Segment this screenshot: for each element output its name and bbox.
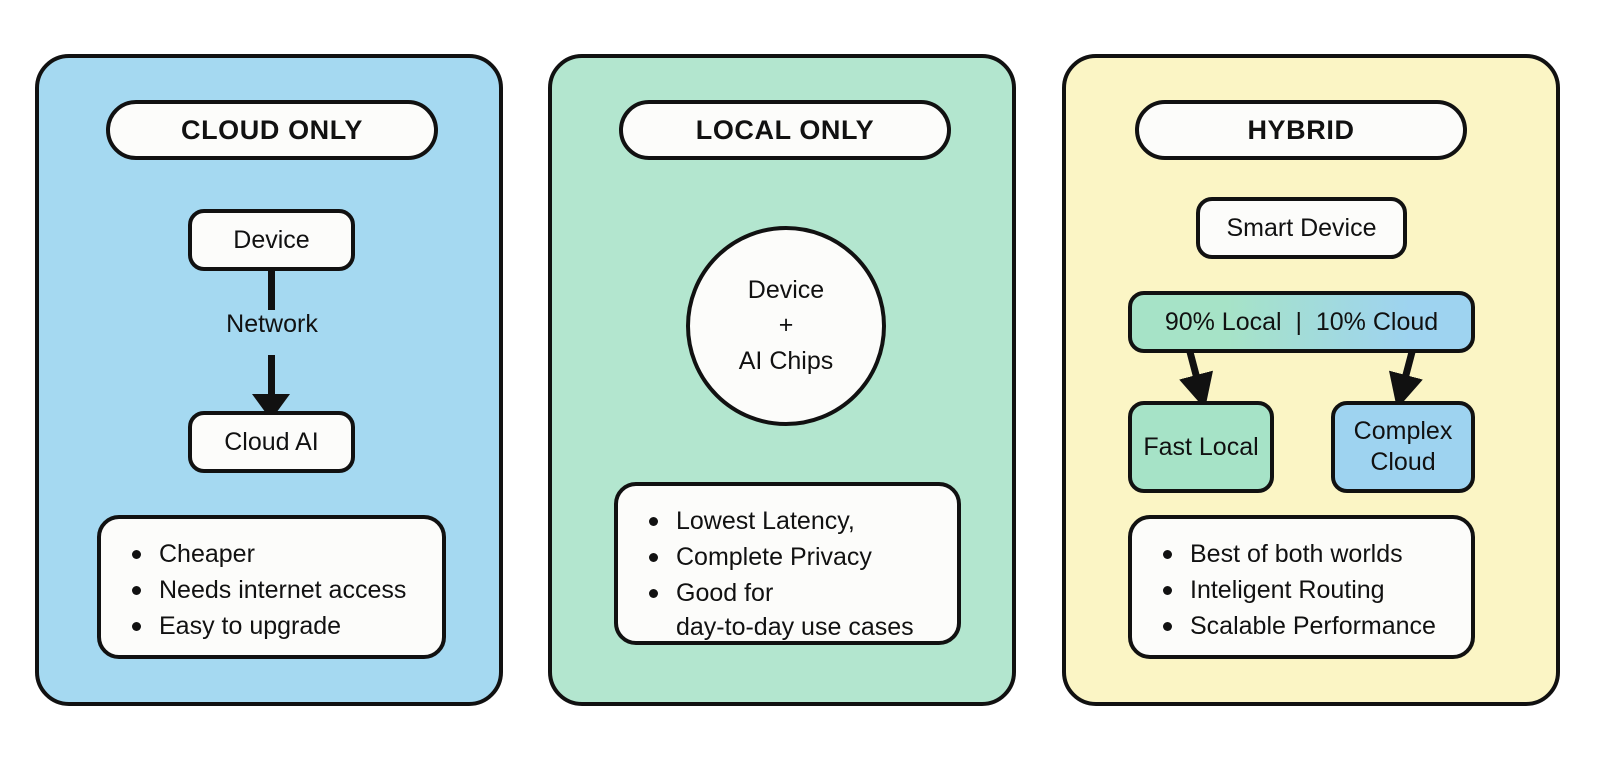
bullet-list: Best of both worlds Inteligent Routing S… bbox=[1150, 537, 1449, 643]
node-smart-device-label: Smart Device bbox=[1226, 213, 1377, 242]
panel-title-cloud-only: CLOUD ONLY bbox=[106, 100, 438, 160]
panel-title-label: LOCAL ONLY bbox=[695, 114, 875, 145]
bullet-list: Cheaper Needs internet access Easy to up… bbox=[119, 537, 420, 643]
node-device-label: Device bbox=[233, 225, 310, 254]
panel-hybrid: HYBRID Smart Device 90% Local | 10% Clou… bbox=[1062, 54, 1560, 706]
panel-title-label: CLOUD ONLY bbox=[180, 114, 363, 145]
list-item: Cheaper bbox=[119, 537, 420, 571]
panel-title-hybrid: HYBRID bbox=[1135, 100, 1467, 160]
arrow-to-fast-local-icon bbox=[1179, 351, 1214, 406]
arrow-to-complex-cloud-icon bbox=[1388, 351, 1423, 406]
edge-label-network: Network bbox=[159, 310, 385, 339]
node-fast-local-label: Fast Local bbox=[1143, 432, 1259, 461]
node-circle-line-1: Device bbox=[747, 275, 825, 304]
list-item: Complete Privacy bbox=[636, 540, 935, 574]
panel-title-label: HYBRID bbox=[1247, 114, 1355, 145]
bullet-box-local-only: Lowest Latency, Complete Privacy Good fo… bbox=[614, 482, 961, 645]
node-split-ratio-label: 90% Local | 10% Cloud bbox=[1164, 307, 1439, 336]
bullet-box-cloud-only: Cheaper Needs internet access Easy to up… bbox=[97, 515, 446, 659]
list-item: Inteligent Routing bbox=[1150, 573, 1449, 607]
list-item: Lowest Latency, bbox=[636, 504, 935, 538]
node-circle-line-2: + bbox=[778, 311, 794, 340]
panel-cloud-only: CLOUD ONLY Device Network Cloud AI Cheap… bbox=[35, 54, 503, 706]
node-fast-local: Fast Local bbox=[1128, 401, 1274, 493]
panel-local-only: LOCAL ONLY Device + AI Chips Lowest Late… bbox=[548, 54, 1016, 706]
node-circle-line-3: AI Chips bbox=[738, 346, 834, 375]
node-split-ratio-bar: 90% Local | 10% Cloud bbox=[1128, 291, 1475, 353]
node-cloud-ai: Cloud AI bbox=[188, 411, 355, 473]
list-item: Needs internet access bbox=[119, 573, 420, 607]
bullet-list: Lowest Latency, Complete Privacy Good fo… bbox=[636, 504, 935, 644]
connector-device-to-network bbox=[268, 269, 275, 317]
node-cloud-ai-label: Cloud AI bbox=[224, 427, 319, 456]
list-item: Scalable Performance bbox=[1150, 609, 1449, 643]
node-device: Device bbox=[188, 209, 355, 271]
panel-title-local-only: LOCAL ONLY bbox=[619, 100, 951, 160]
node-complex-cloud-line-1: Complex bbox=[1353, 416, 1453, 445]
bullet-box-hybrid: Best of both worlds Inteligent Routing S… bbox=[1128, 515, 1475, 659]
node-complex-cloud-line-2: Cloud bbox=[1370, 448, 1436, 476]
branch-arrows-group bbox=[1179, 351, 1423, 406]
list-item: Good for day-to-day use cases bbox=[636, 576, 935, 644]
list-item: Easy to upgrade bbox=[119, 609, 420, 643]
node-smart-device: Smart Device bbox=[1196, 197, 1407, 259]
connector-network-to-cloud bbox=[268, 355, 275, 401]
list-item: Best of both worlds bbox=[1150, 537, 1449, 571]
node-device-ai-chips: Device + AI Chips bbox=[686, 226, 886, 426]
node-complex-cloud: Complex Cloud bbox=[1331, 401, 1475, 493]
